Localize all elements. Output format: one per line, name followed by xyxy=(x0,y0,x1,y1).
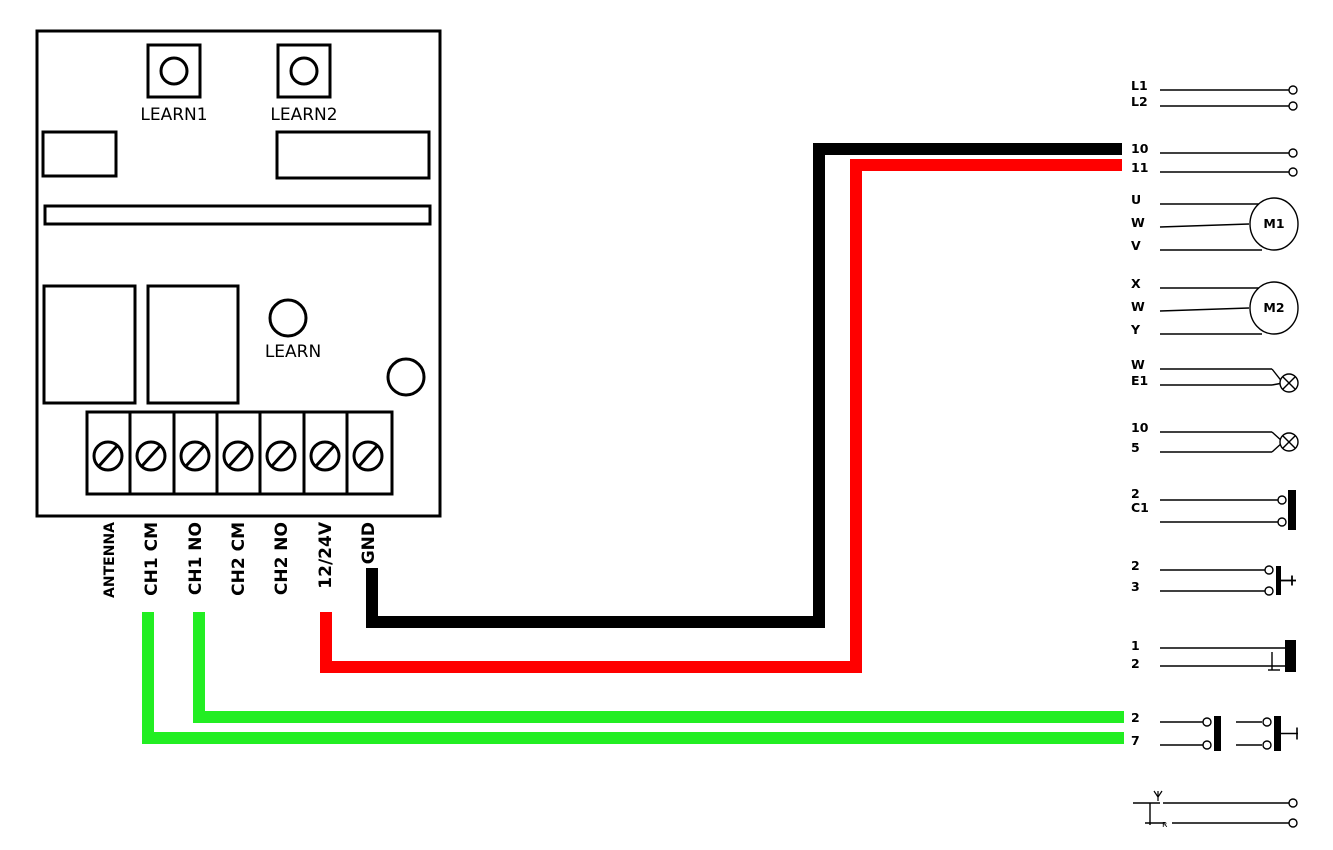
led-indicator xyxy=(386,357,426,397)
panel-terminal-label: 1 xyxy=(1131,638,1140,653)
terminal-ring xyxy=(1202,717,1212,727)
terminal-ring xyxy=(1277,495,1287,505)
terminal-label-ch1-no: CH1 NO xyxy=(186,522,206,595)
terminal-label-gnd: GND xyxy=(359,522,379,564)
svg-text:ʀ: ʀ xyxy=(1162,820,1168,830)
panel-terminal-label: 2 xyxy=(1131,710,1140,725)
panel-terminal-label: 11 xyxy=(1131,160,1148,175)
lamp-icon xyxy=(1279,432,1299,452)
panel-terminal-label: V xyxy=(1131,238,1141,253)
panel-terminal-label: W xyxy=(1131,357,1145,372)
terminal-screw xyxy=(265,440,297,472)
panel-terminal-label: 3 xyxy=(1131,579,1140,594)
panel-terminal-label: W xyxy=(1131,215,1145,230)
terminal-label-12-24v: 12/24V xyxy=(316,521,336,589)
panel-line xyxy=(1159,223,1250,228)
learn-button[interactable] xyxy=(268,298,308,338)
wire-red-12-24v xyxy=(320,159,1122,673)
panel-terminal-label: Y xyxy=(1130,322,1141,337)
terminal-ring xyxy=(1264,565,1274,575)
terminal-ring xyxy=(1262,740,1272,750)
learn1-button[interactable] xyxy=(146,43,202,99)
terminal-label-antenna: ANTENNA xyxy=(102,522,118,598)
lamp-icon xyxy=(1279,373,1299,393)
wire-black-gnd xyxy=(366,143,1122,628)
learn-label: LEARN xyxy=(265,342,321,362)
component-strip xyxy=(43,204,432,226)
wire-green-ch1-cm xyxy=(142,612,1124,744)
key-switch-icon xyxy=(1268,640,1296,672)
motor-label: M2 xyxy=(1263,300,1284,315)
learn2-button[interactable] xyxy=(276,43,332,99)
panel-terminal-label: 10 xyxy=(1131,141,1149,156)
photocell-icon xyxy=(1274,716,1298,751)
terminal-label-ch2-no: CH2 NO xyxy=(272,522,292,595)
panel-terminal-label: L1 xyxy=(1131,78,1148,93)
wires xyxy=(142,143,1124,744)
terminal-label-ch1-cm: CH1 CM xyxy=(142,522,162,596)
receiver-board: LEARN1 LEARN2 LEARN ANTENNA CH1 CM CH1 NO C… xyxy=(35,29,442,598)
terminal-block xyxy=(85,410,394,496)
panel-terminal-label: 10 xyxy=(1131,420,1149,435)
motor-m1-icon: M1 xyxy=(1249,197,1299,251)
learn1-label: LEARN1 xyxy=(140,105,207,125)
component-wide xyxy=(275,130,431,180)
terminal-ring xyxy=(1202,740,1212,750)
terminal-label-ch2-cm: CH2 CM xyxy=(229,522,249,596)
panel-terminal-label: X xyxy=(1131,276,1141,291)
relay-1 xyxy=(42,284,137,405)
terminal-ring xyxy=(1288,85,1298,95)
motor-label: M1 xyxy=(1263,216,1284,231)
panel-terminal-label: C1 xyxy=(1131,500,1149,515)
push-button-icon xyxy=(1276,566,1296,595)
terminal-ring xyxy=(1288,167,1298,177)
antenna-icon: ʀ xyxy=(1133,790,1168,830)
panel-terminal-label: 2 xyxy=(1131,656,1140,671)
terminal-screw xyxy=(309,440,341,472)
terminal-ring xyxy=(1288,101,1298,111)
learn2-label: LEARN2 xyxy=(270,105,337,125)
nc-contact-icon xyxy=(1288,490,1296,530)
relay-2 xyxy=(146,284,240,405)
terminal-screw xyxy=(222,440,254,472)
panel-line xyxy=(1159,307,1250,312)
panel-terminal-label: W xyxy=(1131,299,1145,314)
panel-terminal-label: E1 xyxy=(1131,373,1148,388)
motor-m2-icon: M2 xyxy=(1249,281,1299,335)
terminal-ring xyxy=(1288,818,1298,828)
panel-terminal-label: L2 xyxy=(1131,94,1148,109)
terminal-ring xyxy=(1264,586,1274,596)
stop-button-icon xyxy=(1214,716,1221,751)
panel-terminal-label: 7 xyxy=(1131,733,1140,748)
wire-green-ch1-no xyxy=(193,612,1124,723)
panel-terminal-label: 5 xyxy=(1131,440,1140,455)
panel-terminal-label: U xyxy=(1131,192,1141,207)
terminal-ring xyxy=(1277,517,1287,527)
terminal-screw xyxy=(92,440,124,472)
terminal-screw xyxy=(352,440,384,472)
terminal-ring xyxy=(1288,798,1298,808)
terminal-screw xyxy=(179,440,211,472)
terminal-ring xyxy=(1288,148,1298,158)
component-small xyxy=(41,130,118,178)
terminal-screw xyxy=(135,440,167,472)
panel-terminal-label: 2 xyxy=(1131,486,1140,501)
terminal-ring xyxy=(1262,717,1272,727)
contact-block xyxy=(1288,490,1296,530)
panel-terminal-label: 2 xyxy=(1131,558,1140,573)
